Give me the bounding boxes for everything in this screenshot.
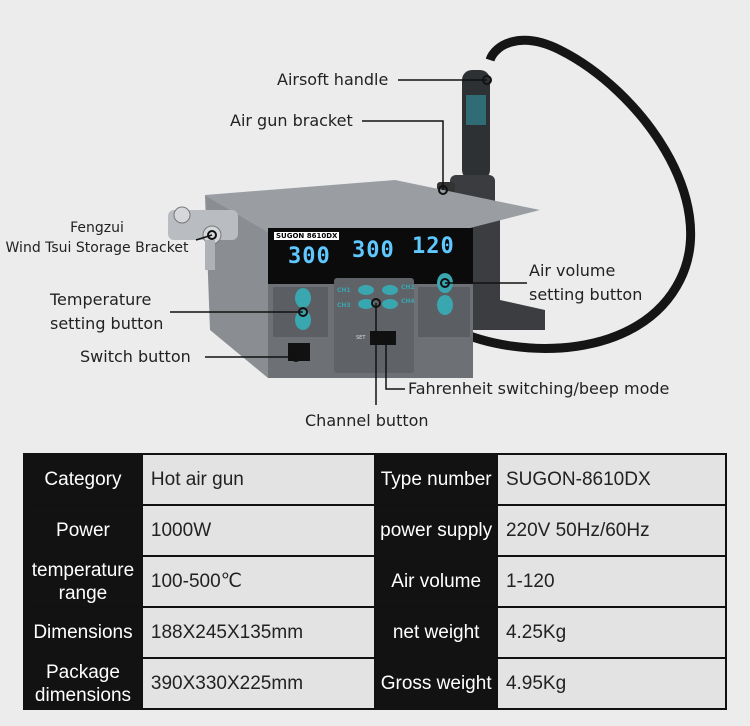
spec-key: Category	[23, 453, 143, 506]
set-label: SET	[356, 335, 366, 341]
spec-key: temperature range	[23, 555, 143, 608]
ch1-button[interactable]	[358, 285, 374, 295]
ch4-button[interactable]	[382, 299, 398, 309]
spec-value: 220V 50Hz/60Hz	[495, 504, 728, 557]
spec-key: power supply	[374, 504, 498, 557]
ch2-label: CH2	[401, 284, 415, 291]
callout-fahrenheit: Fahrenheit switching/beep mode	[408, 379, 670, 398]
station-top	[205, 180, 540, 232]
spec-value: Hot air gun	[140, 453, 377, 506]
spec-value: 188X245X135mm	[140, 606, 377, 659]
spec-key: net weight	[374, 606, 498, 659]
spec-value: 1000W	[140, 504, 377, 557]
real-temp-display: 300	[352, 238, 395, 263]
spec-value: 1-120	[495, 555, 728, 608]
callout-airsoft-handle: Airsoft handle	[277, 70, 389, 89]
station-side	[205, 195, 268, 378]
nozzle-storage-bracket	[168, 206, 238, 270]
air-down-button[interactable]	[437, 295, 453, 315]
callout-switch-button: Switch button	[80, 347, 191, 366]
callout-dots	[207, 75, 492, 362]
callout-air-gun-bracket: Air gun bracket	[230, 111, 353, 130]
callout-lines	[170, 79, 527, 405]
air-hose	[453, 36, 696, 353]
spec-value: 390X330X225mm	[140, 657, 377, 710]
spec-value: SUGON-8610DX	[495, 453, 728, 506]
temp-up-button[interactable]	[295, 288, 311, 308]
gun-bracket-stand	[455, 215, 545, 330]
ch3-button[interactable]	[358, 299, 374, 309]
spec-key: Package dimensions	[23, 657, 143, 710]
spec-value: 4.95Kg	[495, 657, 728, 710]
brand-logo: SUGON 8610DX	[274, 232, 340, 240]
ch3-label: CH3	[337, 302, 351, 309]
product-illustration	[168, 36, 696, 405]
spec-value: 100-500℃	[140, 555, 377, 608]
spec-key: Air volume	[374, 555, 498, 608]
callout-channel-button: Channel button	[305, 411, 429, 430]
air-display: 120	[412, 234, 455, 259]
spec-key: Power	[23, 504, 143, 557]
temp-down-button[interactable]	[295, 310, 311, 330]
spec-value: 4.25Kg	[495, 606, 728, 659]
ch4-label: CH4	[401, 298, 415, 305]
spec-key: Type number	[374, 453, 498, 506]
ch2-button[interactable]	[382, 285, 398, 295]
set-temp-display: 300	[288, 244, 331, 269]
handle-grip-band	[466, 95, 486, 125]
spec-key: Gross weight	[374, 657, 498, 710]
ch1-label: CH1	[337, 287, 351, 294]
spec-key: Dimensions	[23, 606, 143, 659]
